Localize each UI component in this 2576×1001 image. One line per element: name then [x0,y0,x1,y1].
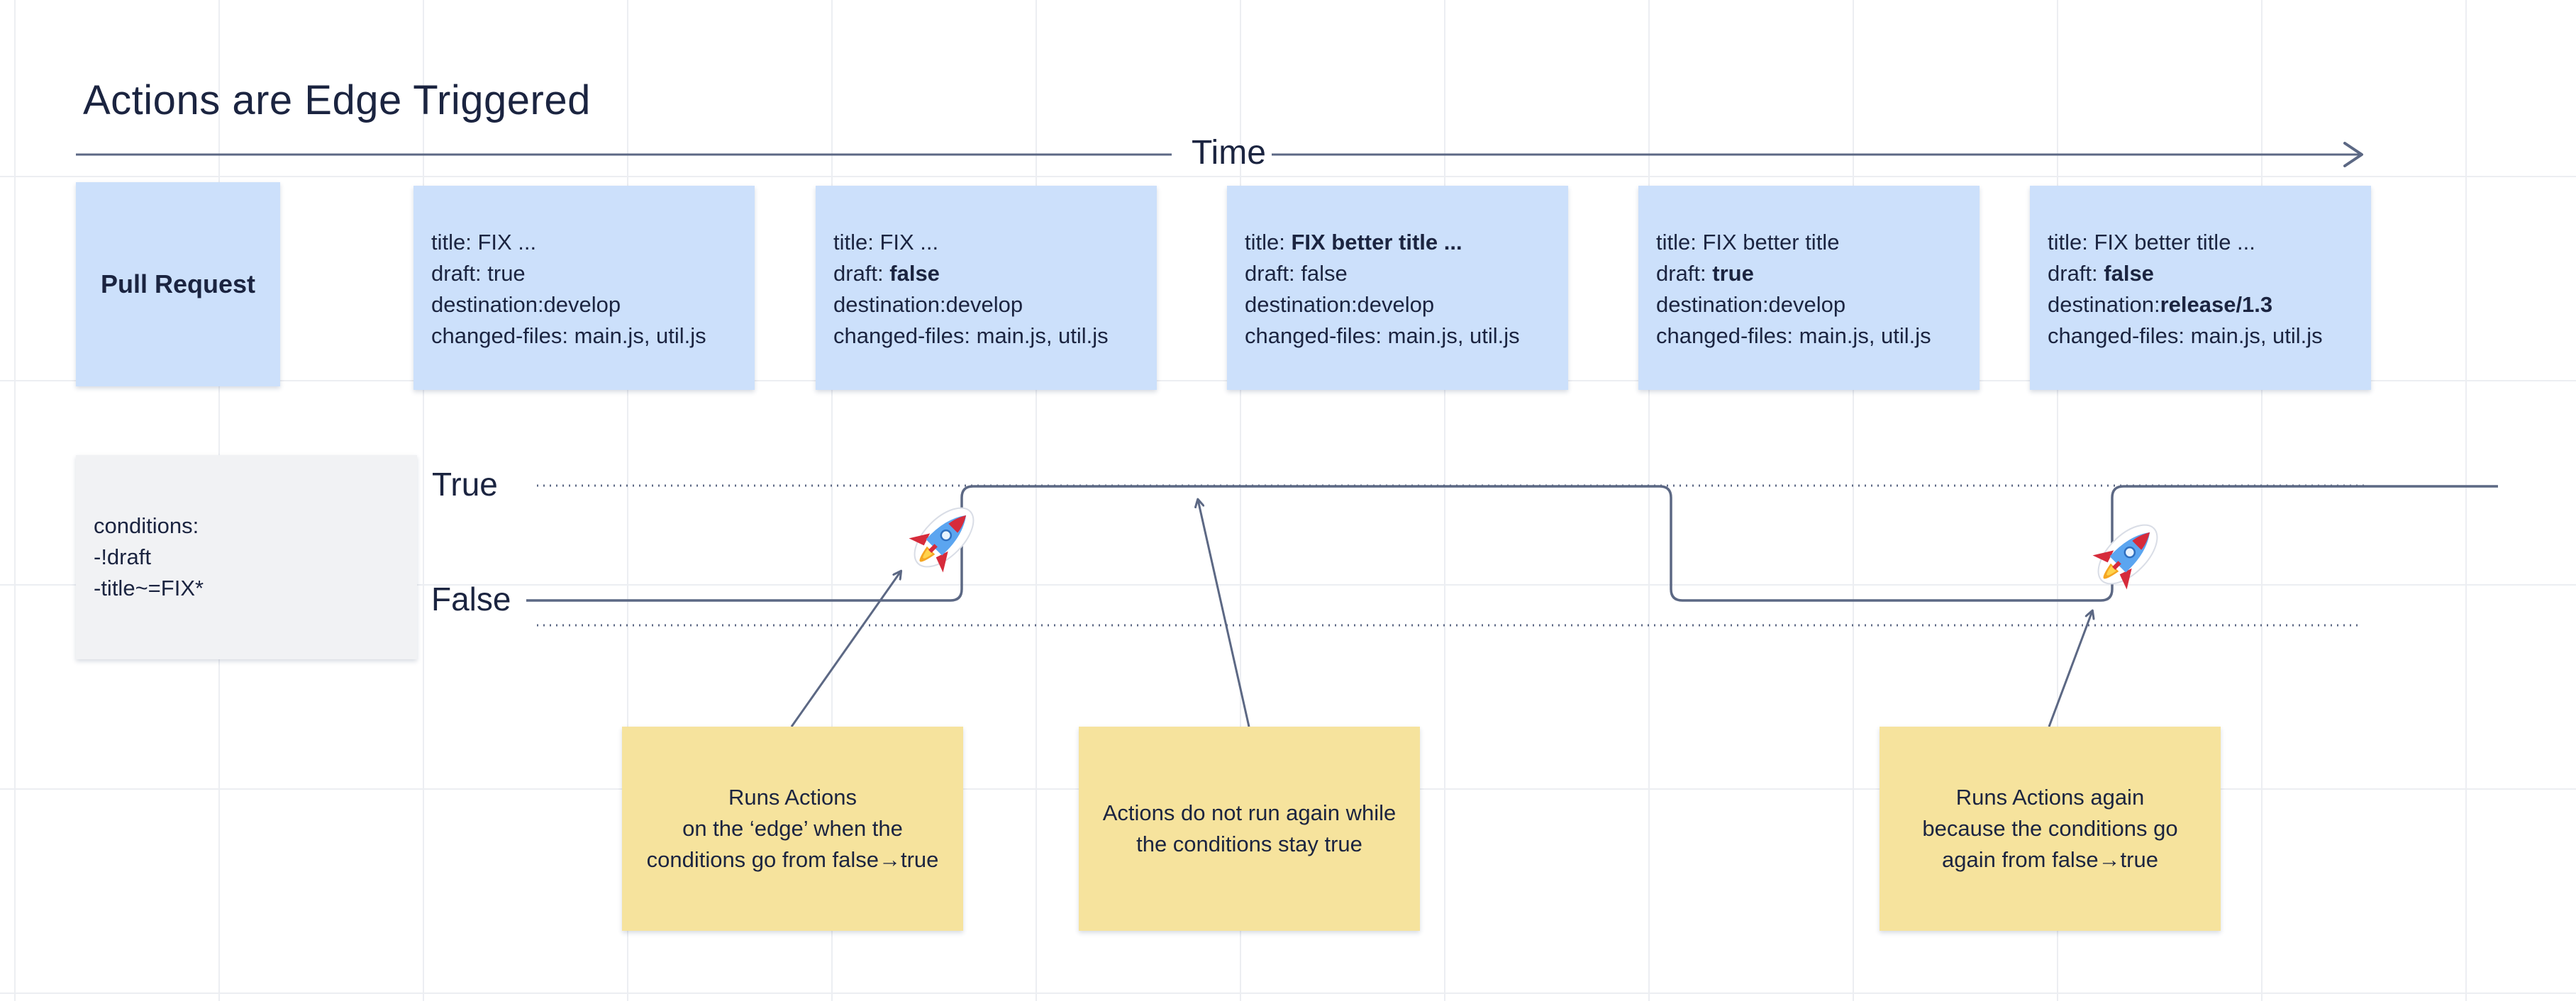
state-draft: draft: true [431,261,526,286]
note-text: Runs Actions again because the condition… [1922,785,2178,872]
rocket-icon [2092,524,2158,590]
time-axis-label: Time [1192,134,1266,172]
condition-title-match: -title~=FIX* [94,576,204,600]
conditions-header: conditions: [94,513,199,538]
arrow-second-edge [2048,611,2092,727]
diagram-title: Actions are Edge Triggered [83,77,591,123]
state-destination: destination:develop [1245,292,1435,317]
state-changed-files: changed-files: main.js, util.js [833,323,1109,348]
state-card-5: title: FIX better title ... draft: false… [2030,186,2371,390]
state-draft: draft: false [1245,261,1348,286]
state-changed-files: changed-files: main.js, util.js [2048,323,2323,348]
state-destination: destination:release/1.3 [2048,292,2273,317]
state-card-1: title: FIX ... draft: true destination:d… [413,186,755,390]
state-title: title: FIX better title ... [2048,230,2255,255]
state-card-2: title: FIX ... draft: false destination:… [816,186,1157,390]
condition-not-draft: -!draft [94,544,151,569]
state-destination: destination:develop [1656,292,1846,317]
pull-request-label: Pull Request [100,269,256,298]
pull-request-card: Pull Request [76,182,280,386]
note-text: Runs Actions on the ‘edge’ when the cond… [646,785,939,872]
state-card-4: title: FIX better title draft: true dest… [1638,186,1980,390]
true-label: True [432,466,498,503]
state-draft: draft: false [2048,261,2154,286]
state-card-3: title: FIX better title ... draft: false… [1227,186,1568,390]
state-changed-files: changed-files: main.js, util.js [1656,323,1931,348]
state-title: title: FIX ... [833,230,939,255]
rocket-icon [909,507,975,573]
conditions-card: conditions: -!draft -title~=FIX* [76,455,417,659]
arrow-first-edge [790,571,901,727]
state-changed-files: changed-files: main.js, util.js [431,323,706,348]
state-title: title: FIX ... [431,230,537,255]
condition-signal [526,485,2498,602]
note-second-edge: Runs Actions again because the condition… [1880,727,2221,931]
state-changed-files: changed-files: main.js, util.js [1245,323,1520,348]
state-title: title: FIX better title [1656,230,1840,255]
state-draft: draft: true [1656,261,1754,286]
note-stay-true: Actions do not run again while the condi… [1079,727,1420,931]
state-title: title: FIX better title ... [1245,230,1462,255]
false-label: False [431,581,511,617]
state-destination: destination:develop [833,292,1023,317]
arrow-stay-true [1198,500,1250,727]
note-first-edge: Runs Actions on the ‘edge’ when the cond… [622,727,963,931]
state-draft: draft: false [833,261,940,286]
note-text: Actions do not run again while the condi… [1102,800,1397,856]
state-destination: destination:develop [431,292,621,317]
